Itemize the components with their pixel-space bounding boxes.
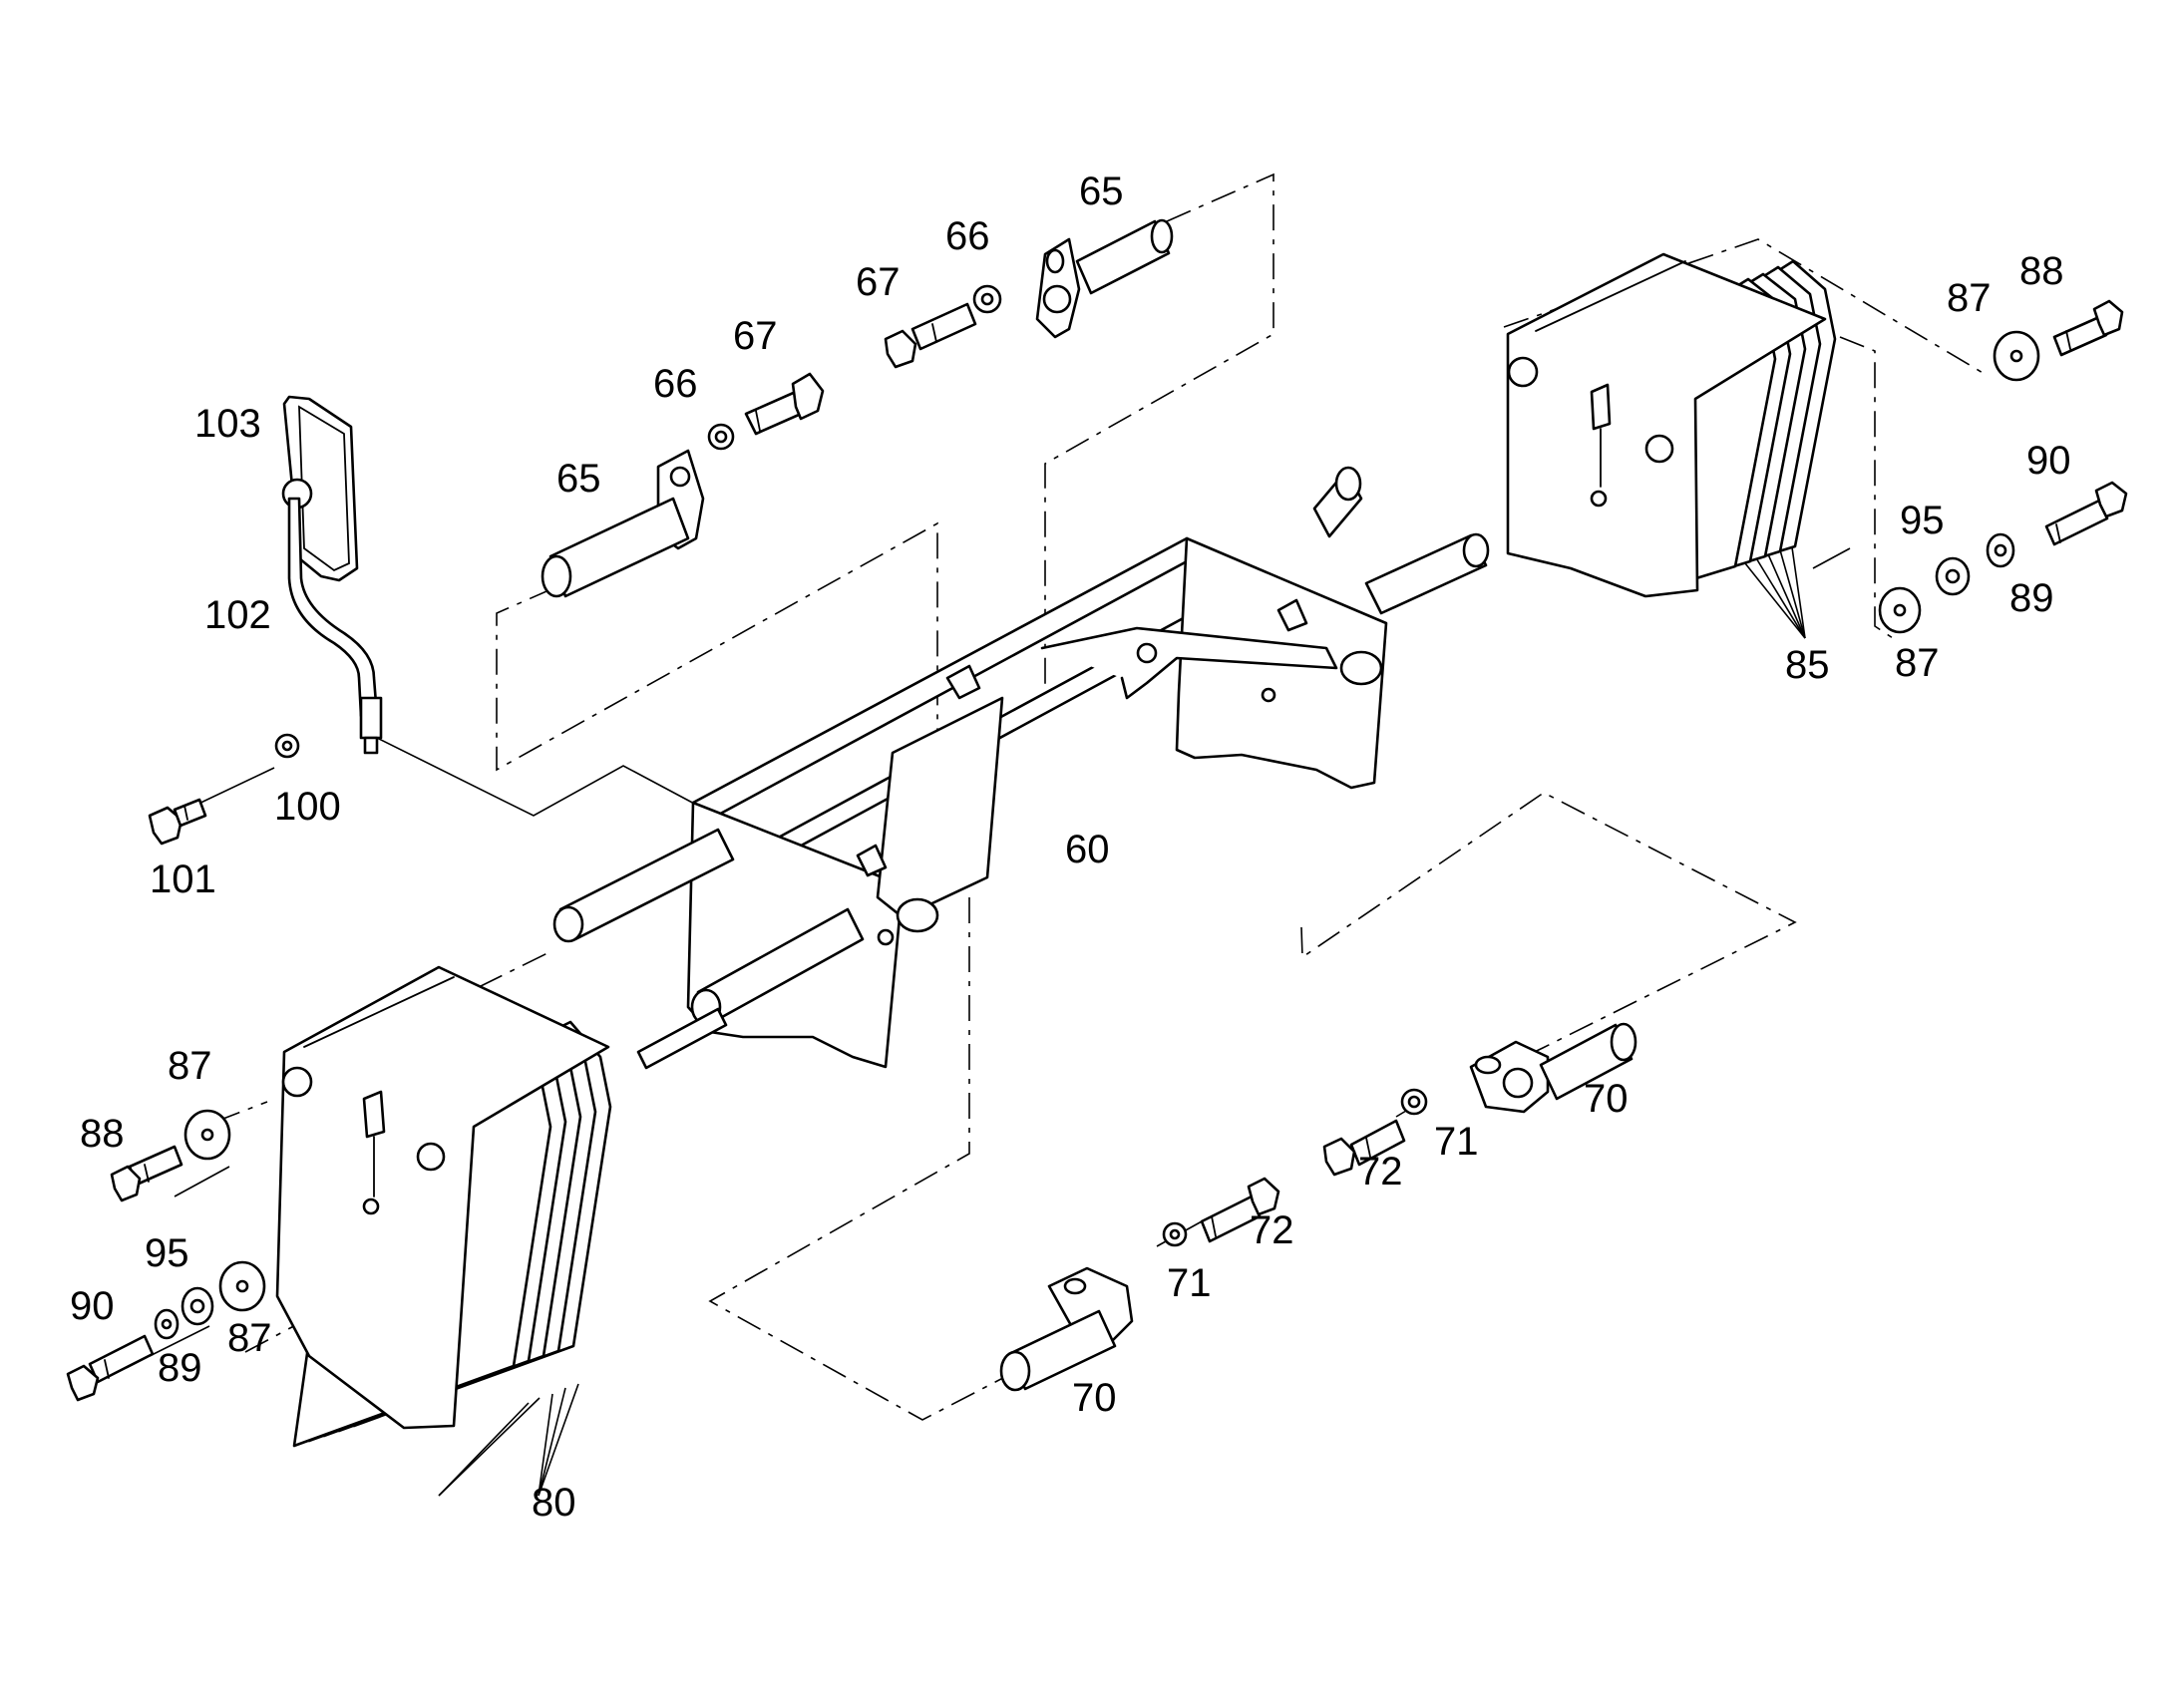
- mirror-103-inner: [298, 405, 350, 572]
- lug-right: [1276, 598, 1308, 632]
- weight-hole-lower: [416, 1142, 446, 1172]
- weight-hole-upper: [1507, 356, 1539, 388]
- lug-left: [856, 844, 888, 877]
- bolt-88-right: [2052, 299, 2124, 357]
- mirror-103-outer: [282, 395, 359, 582]
- weight-hole-lower: [1644, 434, 1674, 464]
- frame-bushing-right: [1339, 650, 1383, 686]
- lug-center: [945, 664, 981, 700]
- weight-plate-front: [275, 965, 610, 1430]
- callout-87: 87: [227, 1316, 272, 1360]
- main-frame-60: [686, 536, 1388, 1069]
- callout-66: 66: [653, 362, 698, 406]
- callout-65: 65: [556, 457, 601, 501]
- spacer-95-left: [181, 1286, 214, 1326]
- bolt-67-right: [884, 302, 977, 369]
- callout-101: 101: [150, 857, 216, 901]
- callout-60: 60: [1065, 828, 1110, 871]
- washer-87-upper-left: [183, 1109, 231, 1161]
- callout-70: 70: [1072, 1376, 1117, 1420]
- callout-72: 72: [1250, 1208, 1294, 1252]
- callout-80: 80: [532, 1481, 576, 1525]
- shaft-left-pin: [636, 1007, 728, 1070]
- frame-shafts: [552, 466, 1490, 1070]
- washer-89-right: [1986, 532, 2015, 568]
- mirror-assembly: [148, 395, 383, 846]
- callout-100: 100: [274, 785, 341, 829]
- weight-pin-hole: [1590, 490, 1608, 508]
- callout-90: 90: [70, 1284, 115, 1328]
- weight-slot: [362, 1090, 386, 1139]
- callout-70: 70: [1584, 1077, 1629, 1121]
- shaft-right-lower: [1364, 533, 1488, 615]
- bolt-72-right: [1322, 1119, 1406, 1177]
- weight-top-ribs: [303, 976, 455, 1048]
- washer-89-left: [154, 1308, 180, 1340]
- bolt-72-left: [1200, 1177, 1280, 1243]
- washer-100: [274, 733, 300, 759]
- frame-hole-3: [877, 928, 895, 946]
- weight-stack-80: [275, 965, 612, 1448]
- washer-66-left: [707, 423, 735, 451]
- weight-stack-85: [1506, 252, 1837, 598]
- right-bracket-flange: [1040, 626, 1338, 700]
- callout-103: 103: [194, 402, 261, 446]
- callout-66: 66: [945, 214, 990, 258]
- rod-fitting: [359, 696, 383, 740]
- washer-87-lower-right: [1878, 586, 1922, 634]
- callout-89: 89: [158, 1346, 202, 1390]
- bolt-90-right: [2044, 481, 2128, 546]
- weight-plate-front: [1506, 252, 1827, 598]
- pin-70-right: [1469, 1022, 1637, 1114]
- mirror-rod-102: [287, 497, 379, 718]
- callout-85: 85: [1785, 643, 1830, 687]
- callout-87: 87: [168, 1044, 212, 1088]
- left-hardware: [66, 1109, 266, 1402]
- callout-88: 88: [2019, 249, 2064, 293]
- bolt-101: [148, 798, 207, 846]
- frame-bushing-left: [896, 897, 939, 933]
- callout-71: 71: [1434, 1120, 1479, 1164]
- callout-87: 87: [1895, 641, 1940, 685]
- callout-87: 87: [1947, 276, 1992, 320]
- callout-102: 102: [204, 593, 271, 637]
- washer-71-left: [1162, 1221, 1188, 1247]
- pin-65-right: [1035, 218, 1174, 339]
- callout-71: 71: [1167, 1261, 1212, 1305]
- callout-labels: 60 65 65 66 66 67 67 70 70 71 71 72 72 8…: [70, 170, 2071, 1525]
- callout-67: 67: [856, 260, 901, 304]
- bolt-67-left: [744, 372, 825, 436]
- washer-87-lower-left: [218, 1260, 266, 1312]
- callout-95: 95: [1900, 499, 1945, 542]
- callout-65: 65: [1079, 170, 1124, 213]
- frame-hole-1: [1136, 642, 1158, 664]
- weight-slot: [1590, 383, 1612, 431]
- rod-tip: [363, 736, 379, 755]
- callout-95: 95: [145, 1231, 189, 1275]
- pin-70-left: [999, 1266, 1134, 1392]
- bolt-90-left: [66, 1334, 155, 1402]
- washer-87-upper-right: [1993, 330, 2040, 382]
- callout-88: 88: [80, 1112, 125, 1156]
- right-hardware: [1878, 299, 2128, 634]
- pin-65-left: [541, 449, 705, 598]
- center-web: [876, 696, 1004, 919]
- bolt-88-left: [110, 1145, 183, 1202]
- callout-72: 72: [1358, 1150, 1403, 1194]
- callout-90: 90: [2026, 439, 2071, 483]
- washer-66-right: [972, 284, 1002, 314]
- frame-hole-2: [1261, 687, 1276, 703]
- spacer-95-right: [1935, 556, 1971, 596]
- weight-hole-upper: [281, 1066, 313, 1098]
- washer-71-right: [1400, 1088, 1428, 1116]
- callout-67: 67: [733, 314, 778, 358]
- callout-89: 89: [2009, 576, 2054, 620]
- weight-pin-hole: [362, 1197, 380, 1215]
- weight-top-ribs: [1535, 260, 1686, 332]
